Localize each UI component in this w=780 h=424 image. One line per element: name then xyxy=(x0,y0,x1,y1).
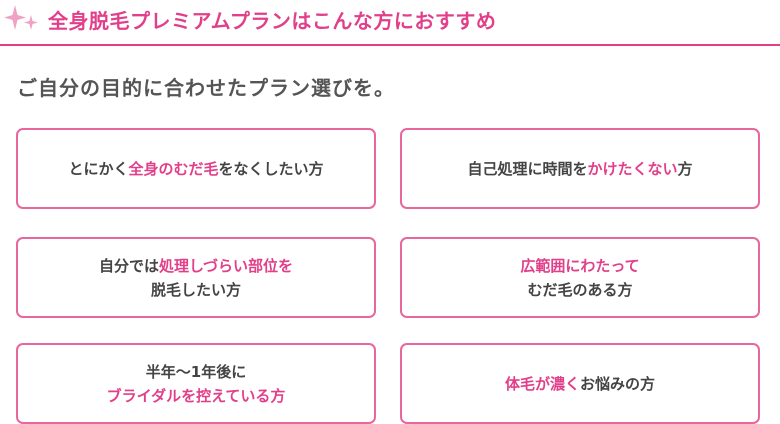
card-highlight-text: 広範囲にわたって xyxy=(520,256,640,275)
card-highlight-text: 体毛が濃く xyxy=(504,374,580,393)
card-text: 自分では xyxy=(98,256,159,275)
card-line: ブライダルを控えている方 xyxy=(107,384,286,408)
card-line: 広範囲にわたって xyxy=(520,254,639,278)
card-text: むだ毛のある方 xyxy=(527,280,633,299)
recommendation-card: 半年〜1年後に ブライダルを控えている方 xyxy=(16,343,376,424)
card-text: とにかく xyxy=(68,159,129,178)
card-line: むだ毛のある方 xyxy=(527,278,632,302)
card-highlight-text: ブライダルを控えている方 xyxy=(106,386,286,405)
card-line: 半年〜1年後に xyxy=(146,360,246,384)
section-subtitle: ご自分の目的に合わせたプラン選びを。 xyxy=(17,76,395,100)
recommendation-card: 自己処理に時間をかけたくない方 xyxy=(400,128,760,209)
recommendation-card: 広範囲にわたって むだ毛のある方 xyxy=(400,237,760,318)
card-highlight-text: 全身のむだ毛 xyxy=(128,159,219,178)
card-line: 体毛が濃くお悩みの方 xyxy=(505,372,655,396)
card-highlight-text: かけたくない xyxy=(587,159,678,178)
card-text: をなくしたい方 xyxy=(218,159,324,178)
recommendation-card: 体毛が濃くお悩みの方 xyxy=(400,343,760,424)
card-text: 脱毛したい方 xyxy=(150,280,241,299)
card-line: とにかく全身のむだ毛をなくしたい方 xyxy=(68,157,323,181)
page-title: 全身脱毛プレミアムプランはこんな方におすすめ xyxy=(48,9,497,33)
card-text: お悩みの方 xyxy=(580,374,656,393)
card-text: 半年〜1年後に xyxy=(145,362,247,381)
card-line: 自己処理に時間をかけたくない方 xyxy=(467,157,692,181)
recommendation-card: 自分では処理しづらい部位を 脱毛したい方 xyxy=(16,237,376,318)
sparkle-icon xyxy=(4,5,38,30)
card-line: 自分では処理しづらい部位を xyxy=(99,254,293,278)
card-text: 方 xyxy=(677,159,693,178)
header: 全身脱毛プレミアムプランはこんな方におすすめ xyxy=(0,0,780,46)
card-highlight-text: 処理しづらい部位を xyxy=(158,256,294,275)
card-text: 自己処理に時間を xyxy=(467,159,588,178)
card-line: 脱毛したい方 xyxy=(151,278,241,302)
recommendation-card: とにかく全身のむだ毛をなくしたい方 xyxy=(16,128,376,209)
